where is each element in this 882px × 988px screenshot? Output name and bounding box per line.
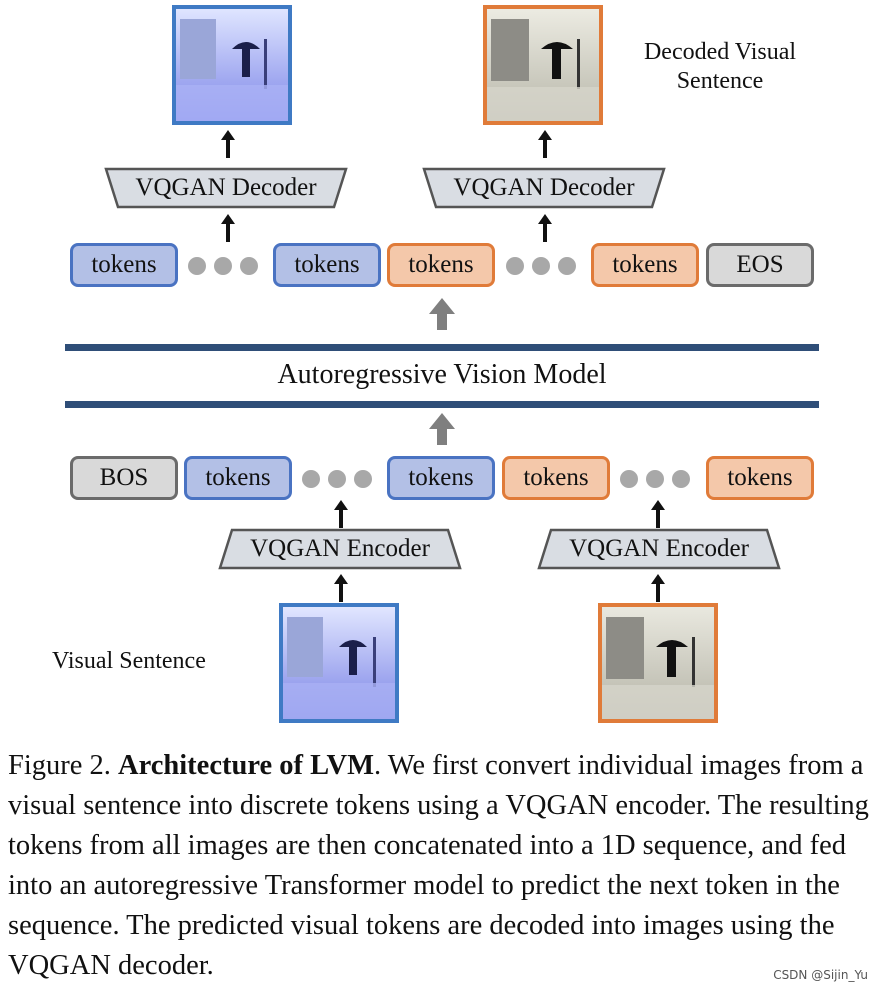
arrow-up-image-right — [651, 574, 665, 602]
autoregressive-model-label: Autoregressive Vision Model — [277, 359, 607, 390]
vqgan-encoder-left: VQGAN Encoder — [218, 528, 462, 570]
arrow-up-tokens-left — [221, 214, 235, 242]
ellipsis-dots — [302, 470, 372, 488]
caption-body: . We first convert individual images fro… — [8, 750, 869, 981]
watermark: CSDN @Sijin_Yu — [773, 968, 868, 982]
input-token-blue-1: tokens — [184, 456, 292, 500]
decoded-visual-sentence-label: Decoded Visual Sentence — [643, 39, 797, 94]
gray-arrow-up-top — [429, 298, 455, 330]
arrow-up-tokens-right — [538, 214, 552, 242]
vqgan-decoder-left: VQGAN Decoder — [104, 167, 348, 209]
arrow-up-encoder-left — [334, 500, 348, 528]
arrow-up-image-left — [334, 574, 348, 602]
gray-arrow-up-bottom — [429, 413, 455, 445]
input-token-blue-2: tokens — [387, 456, 495, 500]
ellipsis-dots — [506, 257, 576, 275]
caption-title: Architecture of LVM — [118, 750, 374, 781]
vqgan-decoder-right: VQGAN Decoder — [422, 167, 666, 209]
ellipsis-dots — [620, 470, 690, 488]
output-token-blue-1: tokens — [70, 243, 178, 287]
input-token-orange-2: tokens — [706, 456, 814, 500]
output-token-blue-2: tokens — [273, 243, 381, 287]
arrow-up-decoder-right — [538, 130, 552, 158]
output-token-orange-1: tokens — [387, 243, 495, 287]
caption-prefix: Figure 2. — [8, 750, 119, 781]
input-image-orange — [598, 603, 718, 723]
visual-sentence-label: Visual Sentence — [52, 648, 206, 674]
model-bar-bottom — [65, 401, 819, 408]
bos-token: BOS — [70, 456, 178, 500]
input-image-blue — [279, 603, 399, 723]
arrow-up-decoder-left — [221, 130, 235, 158]
decoded-image-blue — [172, 5, 292, 125]
input-token-orange-1: tokens — [502, 456, 610, 500]
ellipsis-dots — [188, 257, 258, 275]
arrow-up-encoder-right — [651, 500, 665, 528]
decoded-image-orange — [483, 5, 603, 125]
vqgan-encoder-right: VQGAN Encoder — [537, 528, 781, 570]
model-bar-top — [65, 344, 819, 351]
figure-caption: Figure 2. Architecture of LVM. We first … — [8, 746, 878, 986]
output-token-orange-2: tokens — [591, 243, 699, 287]
eos-token: EOS — [706, 243, 814, 287]
